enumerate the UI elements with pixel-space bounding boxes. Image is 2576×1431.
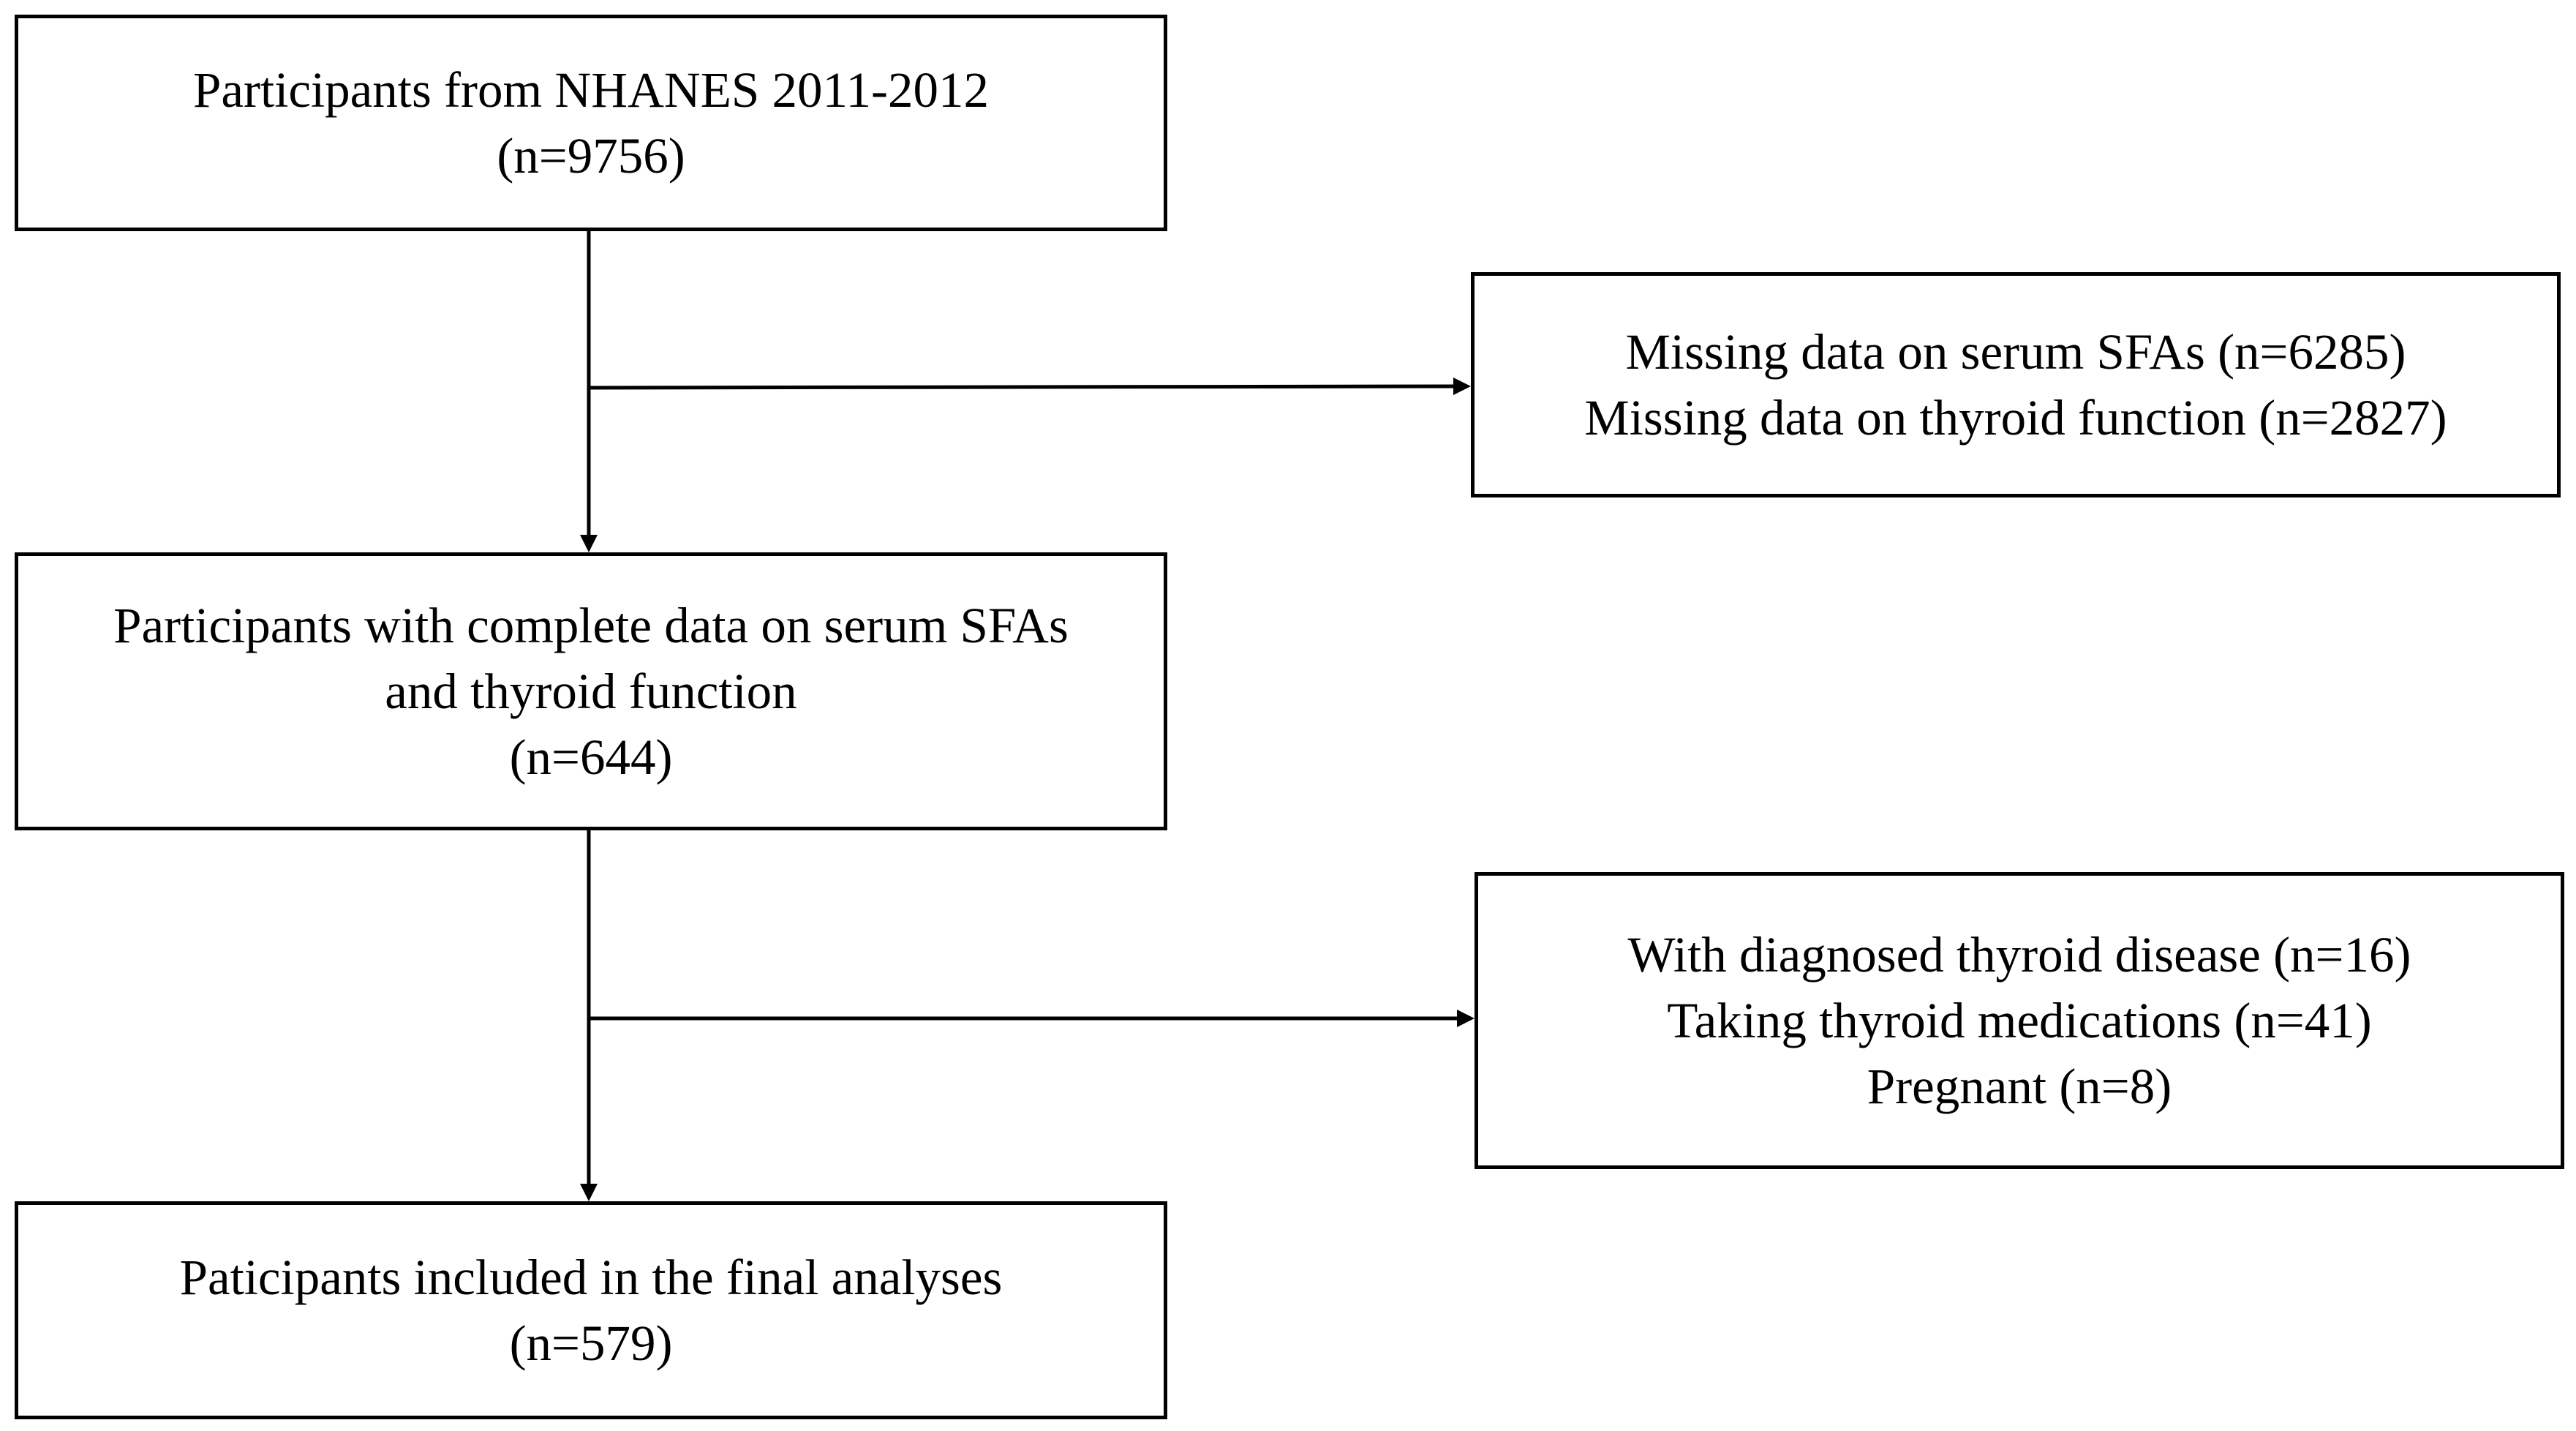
box-nhanes-participants-line-1: Participants from NHANES 2011-2012 xyxy=(193,62,989,118)
box-missing-data-exclusion: Missing data on serum SFAs (n=6285) Miss… xyxy=(1471,272,2561,497)
box-clinical-exclusion: With diagnosed thyroid disease (n=16) Ta… xyxy=(1475,872,2564,1169)
arrowhead-complete xyxy=(580,535,598,552)
exclusion-thyroid-medications: Taking thyroid medications (n=41) xyxy=(1667,993,2372,1048)
box-nhanes-participants-count: (n=9756) xyxy=(497,128,685,184)
arrowhead-exclusion-1 xyxy=(1453,378,1471,395)
box-complete-data-count: (n=644) xyxy=(509,729,673,785)
exclusion-pregnant: Pregnant (n=8) xyxy=(1867,1059,2172,1114)
arrowhead-final xyxy=(580,1184,598,1201)
arrowhead-exclusion-2 xyxy=(1457,1010,1475,1027)
box-complete-data-line-2: and thyroid function xyxy=(385,664,797,719)
box-final-analyses: Paticipants included in the final analys… xyxy=(15,1201,1167,1419)
box-final-analyses-count: (n=579) xyxy=(509,1315,673,1371)
box-final-analyses-line-1: Paticipants included in the final analys… xyxy=(179,1250,1003,1305)
box-complete-data-participants: Participants with complete data on serum… xyxy=(15,552,1167,830)
exclusion-missing-thyroid: Missing data on thyroid function (n=2827… xyxy=(1584,390,2447,446)
box-complete-data-line-1: Participants with complete data on serum… xyxy=(113,598,1069,653)
box-nhanes-participants: Participants from NHANES 2011-2012 (n=97… xyxy=(15,15,1167,231)
exclusion-missing-sfas: Missing data on serum SFAs (n=6285) xyxy=(1625,324,2406,380)
connector-branch-exclusion-1 xyxy=(588,384,1456,390)
exclusion-thyroid-disease: With diagnosed thyroid disease (n=16) xyxy=(1627,927,2411,983)
